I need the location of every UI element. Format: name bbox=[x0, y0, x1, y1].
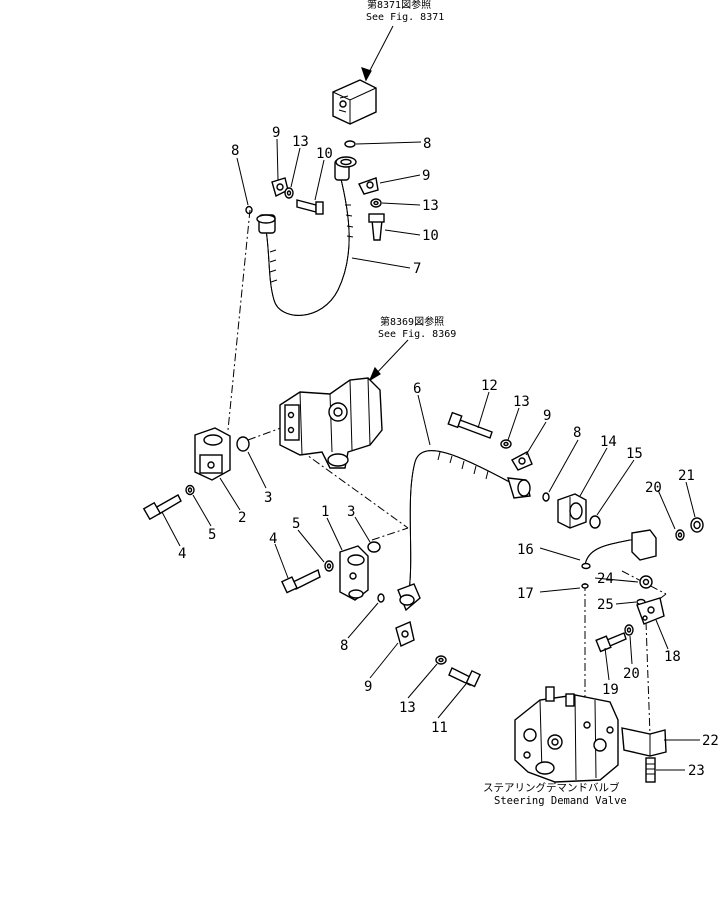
callout-21: 21 bbox=[678, 468, 695, 484]
callout-5: 5 bbox=[292, 516, 300, 532]
valve-caption-jp: ステアリングデマンドバルブ bbox=[483, 781, 620, 794]
leader-lines bbox=[161, 138, 700, 771]
ref-mid-jp: 第8369図参照 bbox=[380, 315, 444, 328]
bolt-11 bbox=[448, 667, 481, 688]
callout-10: 10 bbox=[422, 228, 439, 244]
ref-top-en: See Fig. 8371 bbox=[366, 12, 444, 23]
callout-16: 16 bbox=[517, 542, 534, 558]
washer-13a bbox=[284, 187, 294, 199]
callout-9: 9 bbox=[364, 679, 372, 695]
callout-8: 8 bbox=[340, 638, 348, 654]
bolt-4a bbox=[142, 494, 182, 521]
callout-15: 15 bbox=[626, 446, 643, 462]
callout-14: 14 bbox=[600, 434, 617, 450]
half-clamp-9d bbox=[395, 621, 415, 647]
callout-17: 17 bbox=[517, 586, 534, 602]
o-ring-15 bbox=[589, 515, 601, 529]
alignment-lines bbox=[227, 209, 667, 736]
callout-4: 4 bbox=[269, 531, 277, 547]
washer-20a bbox=[675, 529, 685, 541]
hose-upper-7 bbox=[256, 156, 357, 316]
bolt-12 bbox=[447, 411, 493, 439]
washer-5a bbox=[185, 484, 195, 496]
callout-3: 3 bbox=[347, 504, 355, 520]
o-ring-8b bbox=[344, 140, 356, 148]
callout-8: 8 bbox=[231, 143, 239, 159]
callout-6: 6 bbox=[413, 381, 421, 397]
washer-13d bbox=[435, 655, 447, 665]
washer-20b bbox=[624, 624, 634, 636]
elbow-fitting-1 bbox=[339, 545, 369, 601]
callout-9: 9 bbox=[422, 168, 430, 184]
callout-18: 18 bbox=[664, 649, 681, 665]
callout-9: 9 bbox=[272, 125, 280, 141]
bolt-4b bbox=[281, 569, 321, 594]
pump-body bbox=[279, 377, 383, 469]
callout-1: 1 bbox=[321, 504, 329, 520]
valve-caption-en: Steering Demand Valve bbox=[494, 795, 627, 807]
callout-22: 22 bbox=[702, 733, 719, 749]
callout-5: 5 bbox=[208, 527, 216, 543]
hose-lower-6 bbox=[397, 450, 531, 612]
top-reference-arrow bbox=[361, 25, 394, 82]
callout-8: 8 bbox=[423, 136, 431, 152]
callout-24: 24 bbox=[597, 571, 614, 587]
washer-13c bbox=[500, 439, 512, 449]
callout-8: 8 bbox=[573, 425, 581, 441]
callout-7: 7 bbox=[413, 261, 421, 277]
callout-2: 2 bbox=[238, 510, 246, 526]
elbow-fitting-2 bbox=[194, 427, 231, 481]
ref-top-jp: 第8371図参照 bbox=[367, 0, 431, 11]
o-ring-3a bbox=[236, 436, 250, 452]
top-block bbox=[332, 79, 377, 125]
callout-13: 13 bbox=[422, 198, 439, 214]
washer-13b bbox=[370, 198, 382, 208]
adapter-block-14 bbox=[557, 493, 587, 529]
bracket-18 bbox=[636, 597, 665, 625]
callout-4: 4 bbox=[178, 546, 186, 562]
callout-13: 13 bbox=[292, 134, 309, 150]
callout-23: 23 bbox=[688, 763, 705, 779]
o-ring-8c bbox=[542, 492, 550, 502]
callout-9: 9 bbox=[543, 408, 551, 424]
half-clamp-9c bbox=[511, 451, 533, 471]
washer-5b bbox=[324, 560, 334, 572]
mid-reference-arrow bbox=[368, 339, 409, 382]
ref-mid-en: See Fig. 8369 bbox=[378, 329, 456, 340]
callout-13: 13 bbox=[513, 394, 530, 410]
o-ring-3b bbox=[367, 541, 381, 553]
half-clamp-9b bbox=[358, 177, 379, 195]
callout-numbers: 9 13 10 8 8 9 13 10 7 6 12 13 9 8 14 15 … bbox=[178, 125, 719, 779]
callout-13: 13 bbox=[399, 700, 416, 716]
o-ring-8d bbox=[377, 593, 385, 603]
callout-20: 20 bbox=[645, 480, 662, 496]
callout-19: 19 bbox=[602, 682, 619, 698]
bolt-10a bbox=[296, 199, 324, 215]
nut-21 bbox=[690, 517, 704, 533]
nut-24 bbox=[639, 575, 653, 589]
callout-25: 25 bbox=[597, 597, 614, 613]
plug-23 bbox=[645, 757, 656, 783]
callout-12: 12 bbox=[481, 378, 498, 394]
bolt-10b bbox=[368, 213, 385, 241]
callout-3: 3 bbox=[264, 490, 272, 506]
o-ring-17 bbox=[581, 583, 589, 589]
callout-20: 20 bbox=[623, 666, 640, 682]
bolt-19 bbox=[595, 632, 627, 653]
fitting-22 bbox=[621, 727, 667, 757]
tube-16 bbox=[581, 529, 657, 570]
callout-10: 10 bbox=[316, 146, 333, 162]
o-ring-8a bbox=[245, 205, 253, 215]
steering-demand-valve bbox=[514, 686, 619, 783]
callout-11: 11 bbox=[431, 720, 448, 736]
